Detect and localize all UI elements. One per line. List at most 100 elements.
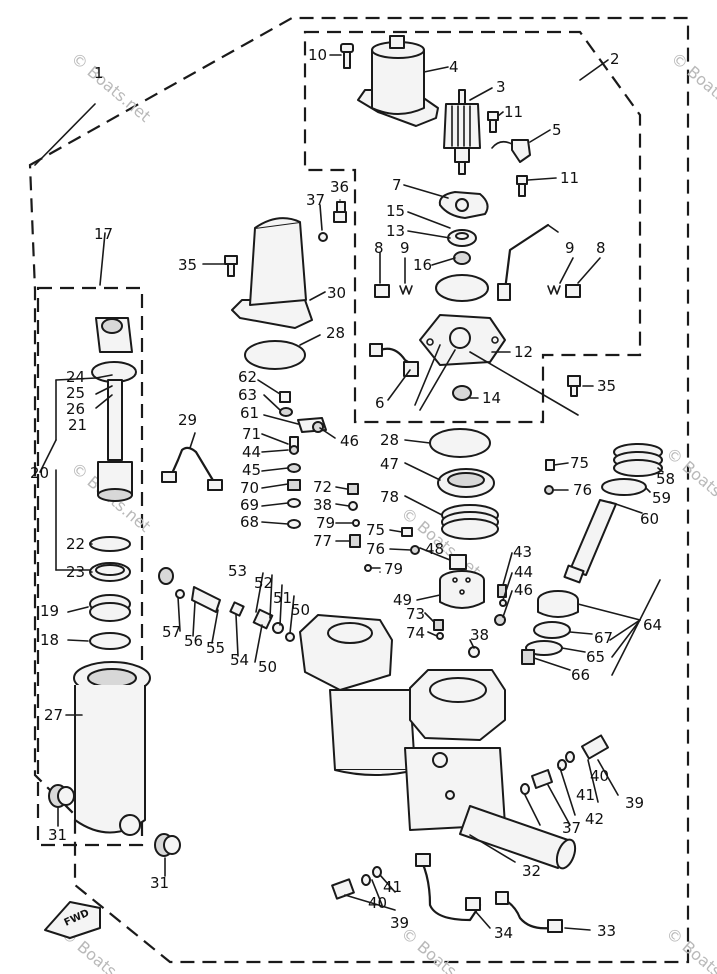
spring-45 [287,463,301,473]
callout-46-upper: 46 [340,432,359,450]
callout-47: 47 [380,455,399,473]
callout-39-bottom: 39 [390,914,409,932]
callout-54: 54 [230,651,249,669]
washer-63 [279,407,293,417]
shaft-32 [459,805,577,870]
callout-44-upper: 44 [242,443,261,461]
screw-11-lower [516,175,528,197]
leader-lines [34,54,664,931]
o-ring-68 [287,519,301,529]
callout-68: 68 [240,513,259,531]
callout-51: 51 [273,589,292,607]
tilt-cylinder-17-boundary [36,286,144,847]
callout-73: 73 [406,605,425,623]
callout-8-left: 8 [374,239,384,257]
callout-2: 2 [610,50,620,68]
callout-71: 71 [242,425,261,443]
watermark-right: © Boats.net [667,49,717,126]
callout-37-upper: 37 [306,191,325,209]
pump-49 [439,570,485,609]
ball-74 [436,632,444,640]
callout-42: 42 [585,810,604,828]
callout-65: 65 [586,648,605,666]
brush-8-right [565,284,581,298]
callout-48: 48 [425,540,444,558]
callout-75-right: 75 [570,454,589,472]
check-valve-40-lower [331,878,355,900]
washer-38-upper [348,501,358,511]
callout-12: 12 [514,343,533,361]
callout-74: 74 [406,624,425,642]
tilt-rod-end [91,317,137,502]
callout-62: 62 [238,368,257,386]
callout-37-lower: 37 [562,819,581,837]
callout-23: 23 [66,563,85,581]
callout-57: 57 [162,623,181,641]
callout-72: 72 [313,478,332,496]
seal-47 [437,468,495,498]
reservoir-bracket [404,669,506,831]
callout-15: 15 [386,202,405,220]
piston-64 [537,590,579,618]
o-ring-41-right [557,751,575,771]
callout-46-right: 46 [514,581,533,599]
o-ring-42 [520,783,530,795]
o-ring-23 [89,562,131,582]
screw-75-right [545,459,555,471]
callout-1: 1 [94,64,104,82]
piston-19 [89,594,131,622]
callout-17: 17 [94,225,113,243]
callout-29: 29 [178,411,197,429]
callout-41-bottom: 41 [383,878,402,896]
motor-4 [357,35,439,127]
piston-78 [441,504,499,540]
wire-harness [497,223,559,301]
fwd-arrow: FWD [44,901,101,939]
end-cover-12 [419,314,506,366]
bushing-31-bottom [154,833,181,857]
bearing-16 [453,251,471,265]
screw-72 [347,483,359,495]
watermark-bottom-center: © Boats.net [397,924,484,974]
brush-5 [491,139,531,163]
callout-44-right: 44 [514,563,533,581]
callout-77: 77 [313,532,332,550]
o-ring-69 [287,498,301,508]
backup-ring-67 [533,621,571,639]
callout-53: 53 [228,562,247,580]
ball-44-right [499,599,507,607]
callout-39-right: 39 [625,794,644,812]
washer-76-mid [410,545,420,555]
callout-50-lower: 50 [258,658,277,676]
callout-40-right: 40 [590,767,609,785]
armature-3 [443,89,481,175]
screw-62 [279,391,291,403]
callout-58: 58 [656,470,675,488]
callout-76-mid: 76 [366,540,385,558]
callout-59: 59 [652,489,671,507]
callout-61: 61 [240,404,259,422]
callout-64: 64 [643,616,662,634]
ball-79-lower [364,564,372,572]
o-ring-28-middle [429,428,491,458]
callout-31-left: 31 [48,826,67,844]
screw-36 [333,201,347,223]
spring-9-right [547,285,561,295]
callout-55: 55 [206,639,225,657]
washer-76-right [544,485,554,495]
callout-24: 24 [66,368,85,386]
callout-35-left: 35 [178,256,197,274]
callout-3: 3 [496,78,506,96]
washer-37 [318,232,328,242]
callout-35-right: 35 [597,377,616,395]
watermark-top: © Boats.net [67,49,154,126]
callout-25: 25 [66,384,85,402]
o-ring-28-motor [435,274,489,302]
brush-holder-7 [438,191,489,219]
brush-8-left [374,284,390,298]
callout-75-mid: 75 [366,521,385,539]
callout-38-lower: 38 [470,626,489,644]
callout-19: 19 [40,602,59,620]
callout-78: 78 [380,488,399,506]
callout-52: 52 [254,574,273,592]
